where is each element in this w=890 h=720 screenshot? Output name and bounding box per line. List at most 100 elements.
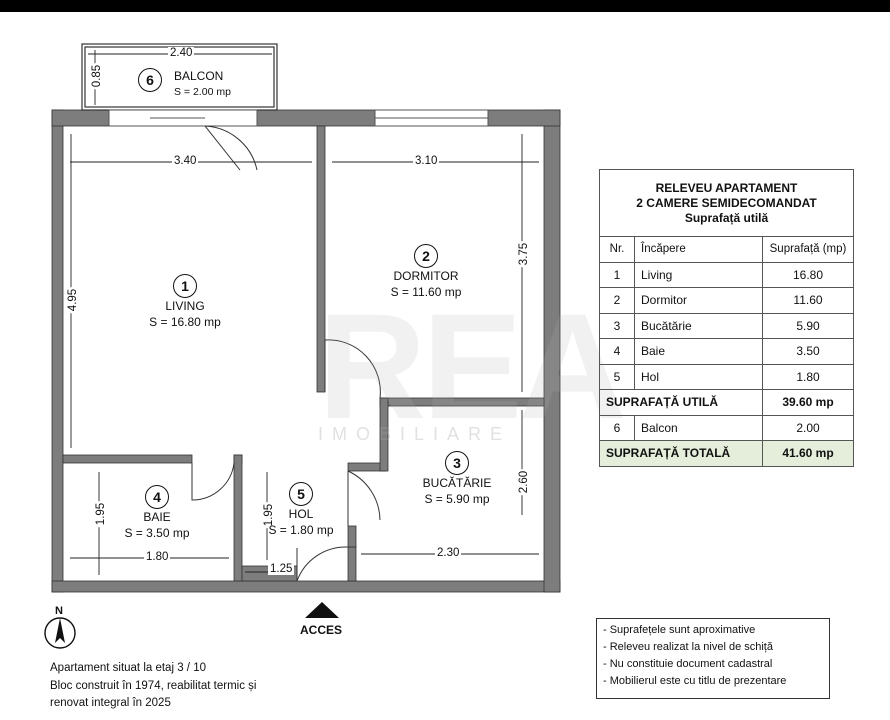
wall-north-mid	[256, 109, 376, 127]
note-line: - Mobilierul este cu titlu de prezentare	[603, 675, 787, 687]
wall-bucatarie-west	[379, 397, 389, 472]
room-area: S = 3.50 mp	[124, 526, 190, 540]
note-line: - Suprafețele sunt aproximative	[603, 624, 756, 636]
cell-nr: 3	[599, 312, 635, 339]
watermark-logo: REA	[318, 282, 627, 450]
room-area: S = 16.80 mp	[149, 315, 221, 329]
total-area-value: 41.60 mp	[762, 440, 854, 467]
wall-north-right	[487, 109, 561, 127]
table-title-line: 2 CAMERE SEMIDECOMANDAT	[636, 195, 817, 210]
wall-living-dormitor	[316, 125, 326, 393]
apartment-info: Apartament situat la etaj 3 / 10 Bloc co…	[50, 660, 256, 713]
useful-area-row: SUPRAFAȚĂ UTILĂ 39.60 mp	[599, 389, 854, 416]
door-dormitor	[324, 339, 381, 399]
info-line: Apartament situat la etaj 3 / 10	[50, 662, 206, 674]
room-name: LIVING	[165, 299, 205, 313]
dim-living-height: 4.95	[67, 286, 80, 314]
notes-box: - Suprafețele sunt aproximative - Releve…	[596, 618, 830, 699]
dim-living-width: 3.40	[172, 155, 199, 167]
room-name: BAIE	[143, 510, 171, 524]
note-line: - Nu constituie document cadastral	[603, 658, 773, 670]
wall-west	[51, 109, 64, 593]
table-row: 1 Living 16.80	[599, 261, 854, 288]
cell-area: 3.50	[762, 338, 854, 365]
door-bucatarie	[347, 470, 381, 526]
dim-bucatarie-width: 2.30	[435, 547, 462, 559]
useful-area-label: SUPRAFAȚĂ UTILĂ	[599, 389, 763, 416]
room-living: 1 LIVING S = 16.80 mp	[130, 274, 240, 330]
cell-area: 11.60	[762, 287, 854, 314]
table-row: 5 Hol 1.80	[599, 363, 854, 390]
door-baie	[191, 462, 235, 501]
watermark-sub: IMOBILIARE	[318, 424, 512, 444]
room-baie: 4 BAIE S = 3.50 mp	[102, 485, 212, 541]
cell-room: Bucătărie	[634, 312, 763, 339]
top-black-bar	[0, 0, 890, 12]
dim-dormitor-width: 3.10	[413, 155, 440, 167]
room-hol: 5 HOL S = 1.80 mp	[246, 482, 356, 538]
cell-room: Balcon	[634, 414, 763, 441]
info-line: renovat integral în 2025	[50, 697, 171, 709]
cell-area: 5.90	[762, 312, 854, 339]
room-number: 5	[289, 482, 313, 506]
room-number: 3	[445, 451, 469, 475]
wall-hol-bucatarie-mid	[347, 525, 357, 548]
room-balcon: 6 BALCON S = 2.00 mp	[138, 68, 238, 98]
north-label: N	[55, 605, 63, 617]
room-number: 4	[145, 485, 169, 509]
total-area-label: SUPRAFAȚĂ TOTALĂ	[599, 440, 763, 467]
room-bucatarie: 3 BUCĂTĂRIE S = 5.90 mp	[402, 451, 512, 507]
room-name: BUCĂTĂRIE	[422, 476, 492, 490]
table-title-line: Suprafață utilă	[684, 210, 769, 225]
room-number: 2	[414, 244, 438, 268]
wall-hol-bucatarie-low	[347, 546, 357, 582]
cell-room: Hol	[634, 363, 763, 390]
table-title: RELEVEU APARTAMENT 2 CAMERE SEMIDECOMAND…	[599, 169, 854, 237]
col-header-room: Încăpere	[634, 236, 763, 263]
cell-area: 1.80	[762, 363, 854, 390]
wall-baie-hol	[233, 454, 243, 582]
dim-bucatarie-height: 2.60	[518, 468, 531, 496]
table-row: 6 Balcon 2.00	[599, 414, 854, 441]
compass-icon	[44, 617, 76, 649]
area-table: RELEVEU APARTAMENT 2 CAMERE SEMIDECOMAND…	[599, 169, 854, 467]
wall-south	[51, 580, 561, 593]
col-header-nr: Nr.	[599, 236, 635, 263]
table-row: 2 Dormitor 11.60	[599, 287, 854, 314]
table-title-line: RELEVEU APARTAMENT	[655, 180, 798, 195]
cell-room: Living	[634, 261, 763, 288]
note-line: - Releveu realizat la nivel de schiță	[603, 641, 773, 653]
room-area: S = 1.80 mp	[268, 523, 334, 537]
cell-nr: 4	[599, 338, 635, 365]
cell-nr: 6	[599, 414, 635, 441]
table-row: 4 Baie 3.50	[599, 338, 854, 365]
access-arrow-icon	[305, 602, 339, 618]
dim-dormitor-height: 3.75	[518, 240, 531, 268]
table-row: 3 Bucătărie 5.90	[599, 312, 854, 339]
room-dormitor: 2 DORMITOR S = 11.60 mp	[371, 244, 481, 300]
cell-room: Baie	[634, 338, 763, 365]
dim-balcon-width: 2.40	[168, 47, 195, 59]
info-line: Bloc construit în 1974, reabilitat termi…	[50, 679, 257, 692]
room-area: S = 5.90 mp	[424, 492, 490, 506]
cell-nr: 1	[599, 261, 635, 288]
access-label: ACCES	[300, 623, 343, 637]
room-name: BALCON	[174, 69, 224, 83]
dim-baie-width: 1.80	[144, 551, 171, 563]
room-name: DORMITOR	[393, 269, 459, 283]
door-access	[296, 546, 349, 582]
room-area: S = 2.00 mp	[174, 86, 231, 98]
total-area-row: SUPRAFAȚĂ TOTALĂ 41.60 mp	[599, 440, 854, 467]
cell-area: 2.00	[762, 414, 854, 441]
dim-balcon-height: 0.85	[91, 62, 104, 90]
cell-nr: 5	[599, 363, 635, 390]
room-number: 6	[138, 68, 162, 92]
dim-hol-width: 1.25	[268, 563, 295, 575]
door-balcony	[204, 125, 258, 171]
cell-room: Dormitor	[634, 287, 763, 314]
col-header-area: Suprafață (mp)	[762, 236, 854, 263]
room-name: HOL	[288, 507, 314, 521]
room-area: S = 11.60 mp	[390, 285, 462, 299]
room-number: 1	[173, 274, 197, 298]
